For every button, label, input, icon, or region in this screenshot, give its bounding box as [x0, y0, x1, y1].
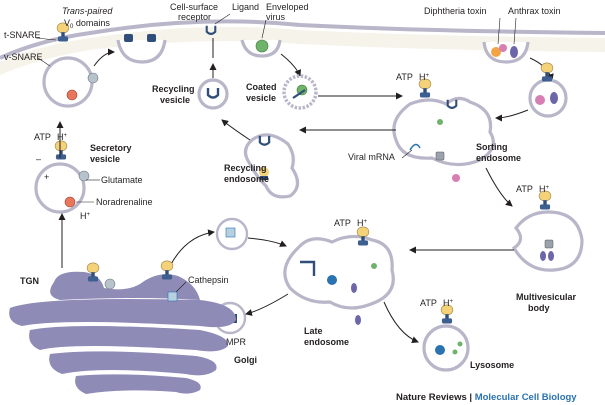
label-golgi: Golgi [234, 355, 257, 365]
label-atp-sorting: ATP [396, 72, 413, 82]
label-ligand: Ligand [232, 2, 259, 12]
footer-credit: Nature Reviews | Molecular Cell Biology [396, 392, 577, 403]
label-h-late: H+ [357, 218, 368, 228]
label-sorting-endosome-1: Sorting [476, 142, 508, 152]
plasma-membrane [0, 0, 605, 55]
toxin-vesicle [528, 78, 568, 118]
label-tgn: TGN [20, 276, 39, 286]
label-v0-domains: V0 domains [64, 18, 110, 30]
label-v-snare: v-SNARE [4, 52, 43, 62]
label-late-endosome-2: endosome [304, 337, 349, 347]
label-cell-surface: Cell-surface [170, 2, 218, 12]
label-late-endosome-1: Late [304, 326, 323, 336]
late-endosome [283, 234, 395, 310]
label-cathepsin: Cathepsin [188, 275, 229, 285]
label-atp-lysosome: ATP [420, 298, 437, 308]
label-minus: – [36, 154, 41, 164]
fused-vesicle [116, 39, 167, 64]
label-viral-mrna: Viral mRNA [348, 152, 395, 162]
label-recycling-vesicle-2: vesicle [160, 95, 190, 105]
label-h-mvb: H+ [539, 184, 550, 194]
lysosome [422, 324, 470, 372]
docking-vesicle [42, 56, 94, 108]
label-noradrenaline: Noradrenaline [96, 197, 153, 207]
label-recycling-vesicle-1: Recycling [152, 84, 195, 94]
label-atp-secretory: ATP [34, 132, 51, 142]
label-diphtheria-toxin: Diphtheria toxin [424, 6, 487, 16]
label-recycling-endosome-1: Recycling [224, 163, 267, 173]
label-sorting-endosome-2: endosome [476, 153, 521, 163]
label-h-lysosome: H+ [443, 298, 454, 308]
recycling-endosome [243, 133, 300, 199]
label-anthrax-toxin: Anthrax toxin [508, 6, 561, 16]
label-h-sorting: H+ [419, 72, 430, 82]
label-lysosome: Lysosome [470, 360, 514, 370]
label-coated-vesicle-2: vesicle [246, 93, 276, 103]
label-secretory-vesicle-2: vesicle [90, 154, 120, 164]
label-recycling-endosome-2: endosome [224, 174, 269, 184]
label-h-noradrenaline: H+ [80, 211, 91, 221]
label-virus: virus [266, 12, 286, 22]
label-multivesicular-2: body [528, 303, 550, 313]
label-atp-late: ATP [334, 218, 351, 228]
label-t-snare: t-SNARE [4, 30, 41, 40]
label-mpr: MPR [226, 337, 247, 347]
recycling-vesicle [197, 78, 229, 110]
label-glutamate: Glutamate [101, 175, 143, 185]
label-h-secretory: H+ [57, 132, 68, 142]
label-atp-mvb: ATP [516, 184, 533, 194]
label-coated-vesicle-1: Coated [246, 82, 277, 92]
footer-journal: Nature Reviews [396, 392, 467, 403]
label-trans-paired: Trans-paired [62, 6, 113, 16]
golgi-stack [9, 271, 237, 394]
label-enveloped: Enveloped [266, 2, 309, 12]
footer-section: Molecular Cell Biology [475, 392, 578, 403]
label-secretory-vesicle-1: Secretory [90, 143, 132, 153]
label-receptor: receptor [178, 12, 211, 22]
label-plus-inside: + [44, 172, 49, 182]
label-multivesicular-1: Multivesicular [516, 292, 577, 302]
toxin-pit [482, 41, 530, 64]
